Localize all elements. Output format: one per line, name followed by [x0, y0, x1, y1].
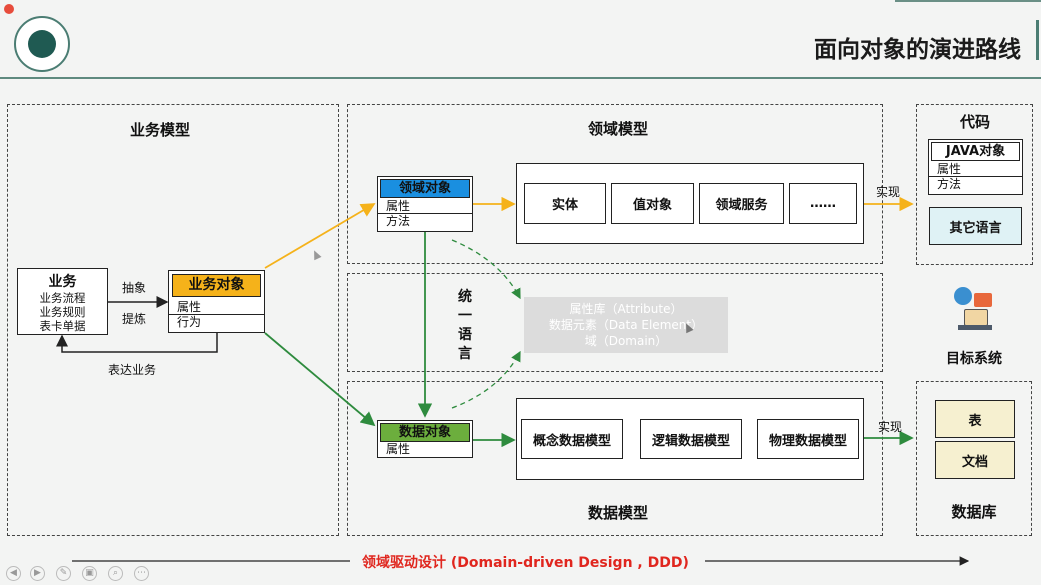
more-box: …… [789, 183, 857, 224]
data-model-title: 数据模型 [587, 504, 648, 522]
business-box-title: 业务 [48, 274, 77, 290]
physical-model-box: 物理数据模型 [757, 419, 859, 459]
business-object-box: 业务对象 属性 行为 [168, 270, 265, 333]
table-box: 表 [935, 400, 1015, 438]
java-object-method: 方法 [937, 177, 962, 191]
business-box: 业务 业务流程 业务规则 表卡单据 [17, 268, 108, 335]
pen-icon[interactable]: ✎ [56, 566, 71, 581]
domain-object-attr: 属性 [378, 199, 472, 214]
domain-object-title: 领域对象 [380, 179, 470, 198]
unified-language-box: 属性库（Attribute） 数据元素（Data Element） 域（Doma… [524, 297, 728, 353]
header-accent [895, 0, 1041, 2]
business-object-title: 业务对象 [172, 274, 261, 297]
java-object-attr: 属性 [929, 162, 1022, 177]
refine-label: 提炼 [122, 312, 147, 326]
other-language-box: 其它语言 [929, 207, 1022, 245]
business-object-attr: 属性 [169, 300, 264, 315]
domain-object-method: 方法 [386, 214, 411, 228]
data-object-title: 数据对象 [380, 423, 470, 442]
business-line: 业务规则 [39, 305, 86, 319]
header-right-bar [1036, 20, 1039, 60]
domain-service-box: 领域服务 [699, 183, 784, 224]
unified-language-char: 统 [458, 289, 472, 305]
express-business-label: 表达业务 [108, 363, 157, 377]
database-title: 数据库 [951, 503, 997, 521]
document-box: 文档 [935, 441, 1015, 479]
data-object-attr: 属性 [386, 442, 411, 456]
implement-label-top: 实现 [876, 185, 901, 199]
value-object-box: 值对象 [611, 183, 694, 224]
domain-text: 域（Domain） [584, 334, 668, 348]
business-model-frame [7, 104, 339, 536]
logical-model-box: 逻辑数据模型 [640, 419, 742, 459]
code-title: 代码 [959, 113, 990, 131]
domain-model-title: 领域模型 [587, 120, 648, 138]
unified-language-title: 统 一 语 言 [455, 288, 475, 364]
implement-label-bottom: 实现 [878, 420, 903, 434]
slide-title: 面向对象的演进路线 [814, 37, 1021, 63]
unified-language-char: 一 [458, 308, 472, 324]
slides-icon[interactable]: ▣ [82, 566, 97, 581]
zoom-icon[interactable]: ⌕ [108, 566, 123, 581]
ddd-footer-label: 领域驱动设计 (Domain-driven Design , DDD) [362, 555, 689, 571]
java-object-box: JAVA对象 属性 方法 [928, 139, 1023, 195]
header-divider [0, 77, 1041, 79]
data-element-text: 数据元素（Data Element） [548, 318, 704, 332]
data-object-box: 数据对象 属性 [377, 420, 473, 458]
business-object-behavior: 行为 [177, 315, 202, 329]
business-model-title: 业务模型 [129, 121, 190, 139]
more-options-icon[interactable]: ⋯ [134, 566, 149, 581]
window-dot-icon [4, 4, 14, 14]
target-system-label: 目标系统 [946, 351, 1002, 367]
java-object-title: JAVA对象 [931, 142, 1020, 161]
attribute-library-text: 属性库（Attribute） [569, 302, 683, 316]
target-system-icon [950, 285, 998, 337]
data-model-frame [347, 381, 883, 536]
play-icon[interactable]: ▶ [30, 566, 45, 581]
domain-object-box: 领域对象 属性 方法 [377, 176, 473, 232]
conceptual-model-box: 概念数据模型 [521, 419, 623, 459]
unified-language-char: 言 [458, 346, 472, 362]
business-line: 表卡单据 [39, 319, 86, 333]
database-frame [916, 381, 1032, 536]
business-line: 业务流程 [39, 291, 86, 305]
company-logo [14, 16, 70, 72]
domain-model-frame [347, 104, 883, 264]
entity-box: 实体 [524, 183, 606, 224]
unified-language-frame [347, 273, 883, 372]
code-frame [916, 104, 1033, 265]
prev-icon[interactable]: ◀ [6, 566, 21, 581]
abstract-label: 抽象 [122, 281, 147, 295]
unified-language-char: 语 [458, 327, 472, 343]
